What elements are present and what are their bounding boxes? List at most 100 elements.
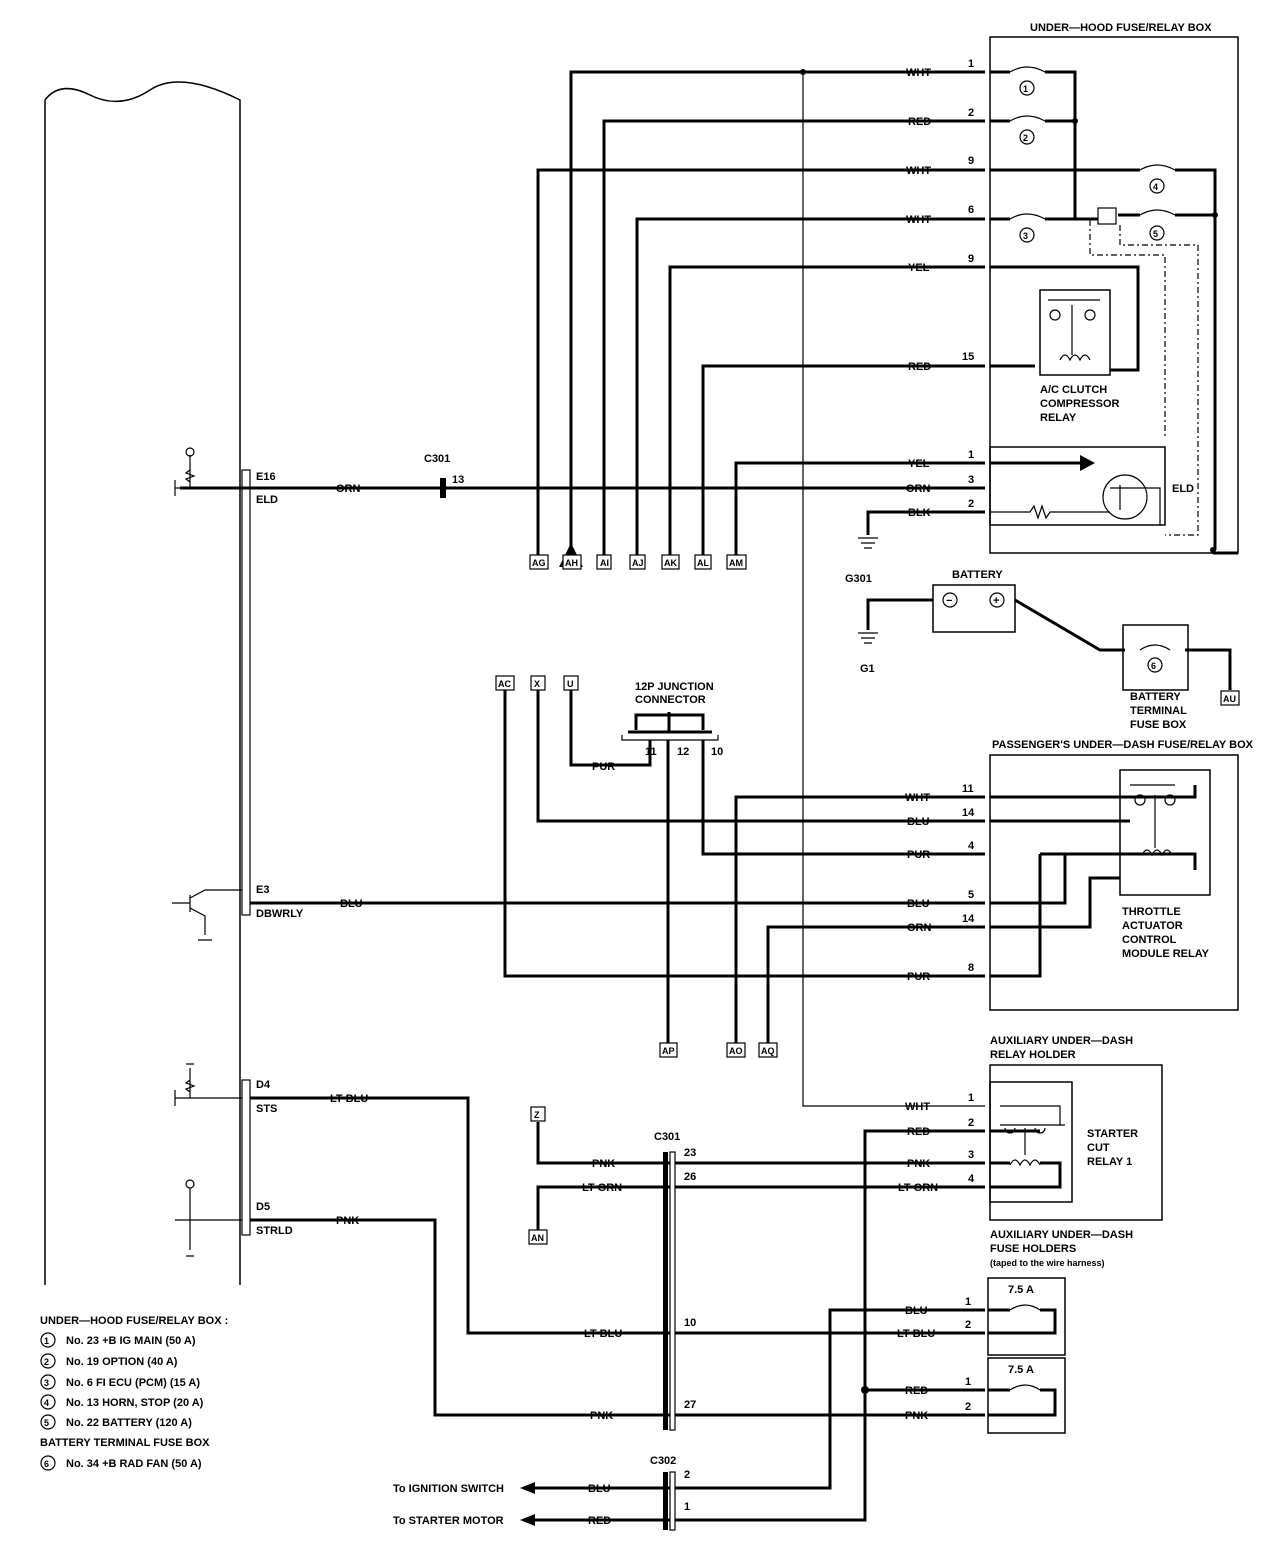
- label: 12P JUNCTION: [635, 681, 714, 693]
- label: 6: [1151, 661, 1156, 671]
- label: LT BLU: [897, 1328, 935, 1340]
- label: To STARTER MOTOR: [393, 1515, 504, 1527]
- label: ELD: [256, 494, 278, 506]
- label: UNDER—HOOD FUSE/RELAY BOX :: [40, 1315, 228, 1327]
- label: 2: [968, 1117, 974, 1129]
- connector-c301: C301 23 26 10 27 PNK LT GRN LT BLU PNK L…: [330, 1093, 696, 1431]
- label: 23: [684, 1147, 696, 1159]
- label: 2: [968, 498, 974, 510]
- label: PUR: [907, 971, 930, 983]
- label: RED: [907, 1126, 930, 1138]
- label: UNDER—HOOD FUSE/RELAY BOX: [1030, 22, 1212, 34]
- label: C301: [424, 453, 450, 465]
- label: AJ: [632, 558, 644, 568]
- label: AG: [532, 558, 546, 568]
- label: ACTUATOR: [1122, 920, 1183, 932]
- ref-au: AU: [1220, 690, 1240, 706]
- aux-relay-holder: AUXILIARY UNDER—DASH RELAY HOLDER STARTE…: [989, 1035, 1163, 1221]
- passenger-wires: [250, 690, 1197, 1043]
- label: C302: [650, 1455, 676, 1467]
- label: AP: [662, 1046, 675, 1056]
- label: D4: [256, 1079, 271, 1091]
- label: 5: [44, 1418, 49, 1428]
- label: WHT: [906, 67, 931, 79]
- label: PNK: [592, 1158, 615, 1170]
- label: 12: [677, 746, 689, 758]
- ref-al: AL: [694, 554, 712, 570]
- ecu-internal-circuits: [172, 447, 242, 1257]
- label: G301: [845, 573, 872, 585]
- underhood-wires: [180, 66, 1238, 1107]
- label: STS: [256, 1103, 277, 1115]
- label: AK: [664, 558, 677, 568]
- ecu-module: [44, 81, 251, 1285]
- label: 2: [965, 1401, 971, 1413]
- label: U: [567, 679, 574, 689]
- label: RED: [905, 1385, 928, 1397]
- label: AUXILIARY UNDER—DASH: [990, 1229, 1133, 1241]
- label: 2: [965, 1319, 971, 1331]
- label: 10: [684, 1317, 696, 1329]
- label: CUT: [1087, 1142, 1110, 1154]
- label: 3: [1023, 231, 1028, 241]
- label: ORN: [907, 922, 932, 934]
- label: 10: [711, 746, 723, 758]
- label: 2: [44, 1357, 49, 1367]
- label: WHT: [905, 1101, 930, 1113]
- label: THROTTLE: [1122, 906, 1181, 918]
- ref-aq: AQ: [758, 1042, 778, 1058]
- label: 1: [684, 1501, 690, 1513]
- label: BATTERY: [952, 569, 1003, 581]
- label: −: [946, 595, 952, 607]
- label: BLU: [907, 816, 930, 828]
- ref-ao: AO: [726, 1042, 746, 1058]
- label: 1: [965, 1296, 971, 1308]
- label: 13: [452, 474, 464, 486]
- label: 9: [968, 155, 974, 167]
- label: 1: [968, 1092, 974, 1104]
- label: RELAY HOLDER: [990, 1049, 1076, 1061]
- fuse-labels-underhood: 1 2 4 3 5: [1019, 80, 1165, 243]
- label: ORN: [906, 483, 931, 495]
- label: 2: [1023, 133, 1028, 143]
- reference-connectors: AG AH AI AJ AK AL AM AU AC X U AP AO AQ …: [495, 554, 1240, 1245]
- label: CONNECTOR: [635, 694, 706, 706]
- label: LT BLU: [330, 1093, 368, 1105]
- label: 5: [1153, 229, 1158, 239]
- label: BLU: [905, 1305, 928, 1317]
- label: AN: [531, 1233, 544, 1243]
- label: WHT: [906, 165, 931, 177]
- label: 1: [965, 1376, 971, 1388]
- label: WHT: [906, 214, 931, 226]
- connector-c301-top: C301 13 ORN: [336, 453, 464, 498]
- label: E3: [256, 884, 269, 896]
- label: PNK: [907, 1158, 930, 1170]
- connector-c302: C302 2 1 BLU RED To IGNITION SWITCH To S…: [393, 1455, 690, 1531]
- ref-ak: AK: [661, 554, 680, 570]
- label: YEL: [908, 458, 930, 470]
- label: 7.5 A: [1008, 1364, 1034, 1376]
- ref-aj: AJ: [629, 554, 646, 570]
- label: AUXILIARY UNDER—DASH: [990, 1035, 1133, 1047]
- label: 1: [44, 1336, 49, 1346]
- label: RED: [908, 116, 931, 128]
- ac-clutch-compressor-relay: A/C CLUTCH COMPRESSOR RELAY: [1039, 289, 1120, 424]
- label: PUR: [907, 849, 930, 861]
- ref-an: AN: [528, 1229, 548, 1245]
- label: 4: [968, 1173, 975, 1185]
- ref-x: X: [530, 675, 546, 691]
- label: RELAY 1: [1087, 1156, 1132, 1168]
- label: AI: [600, 558, 609, 568]
- label: PNK: [590, 1410, 613, 1422]
- label: BATTERY TERMINAL FUSE BOX: [40, 1437, 210, 1449]
- label: 8: [968, 962, 974, 974]
- label: BLU: [340, 898, 363, 910]
- label: AU: [1223, 694, 1236, 704]
- label: No. 34 +B RAD FAN (50 A): [66, 1458, 202, 1470]
- label: 14: [962, 913, 975, 925]
- ground-g301: G301: [845, 537, 878, 585]
